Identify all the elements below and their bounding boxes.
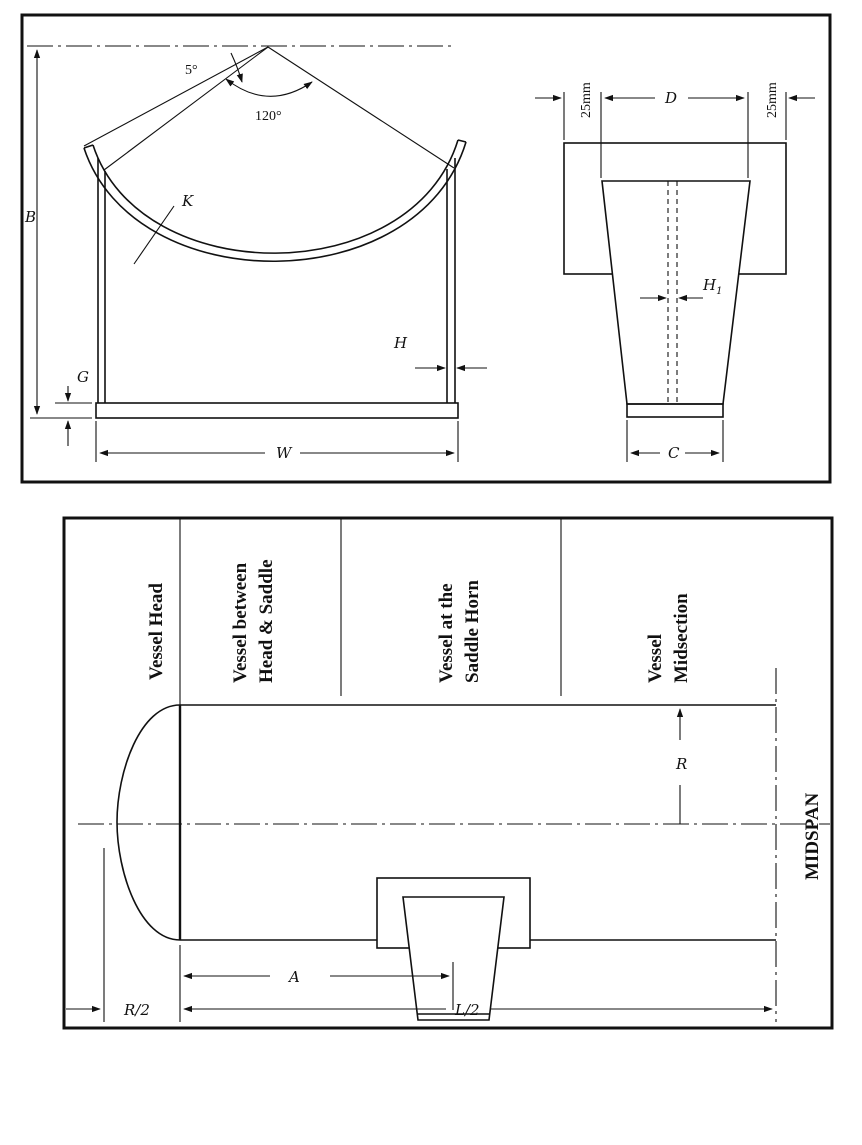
dim-R2-label: R/2 bbox=[123, 1001, 150, 1019]
arc-120deg bbox=[225, 78, 313, 97]
shell-inner-arc bbox=[92, 139, 459, 254]
dim-K-leader bbox=[133, 205, 175, 265]
shell-outer-arc bbox=[83, 141, 467, 262]
saddle-support-figure: 5° 120° B K H G W bbox=[20, 13, 832, 484]
dim-A-label: A bbox=[287, 968, 300, 986]
side-base-plate bbox=[626, 403, 724, 418]
ray-right-120 bbox=[267, 46, 455, 169]
dim-H1-label: H1 bbox=[702, 276, 722, 297]
header-midsection-2: Midsection bbox=[671, 593, 692, 683]
saddle-web bbox=[402, 896, 505, 1021]
dim-R-label: R bbox=[675, 755, 687, 773]
header-midsection-1: Vessel bbox=[645, 634, 666, 683]
base-plate bbox=[95, 402, 459, 419]
web-trapezoid bbox=[601, 180, 751, 405]
header-saddle-horn-1: Vessel at the bbox=[436, 583, 457, 683]
top-figure-frame bbox=[20, 13, 832, 484]
dim-H-label: H bbox=[393, 334, 408, 352]
dim-W-label: W bbox=[276, 444, 293, 462]
dim-G-label: G bbox=[77, 368, 89, 386]
dim-L2-label: L/2 bbox=[454, 1001, 480, 1019]
dim-C-label: C bbox=[668, 444, 680, 462]
header-vessel-head: Vessel Head bbox=[146, 583, 167, 680]
header-saddle-horn-2: Saddle Horn bbox=[462, 580, 483, 683]
dim-B-label: B bbox=[24, 208, 36, 226]
dim-D-label: D bbox=[664, 89, 677, 107]
dim-25mm-left-label: 25mm bbox=[579, 82, 594, 118]
vessel-head-curve bbox=[116, 704, 181, 941]
vessel-zones-figure: Vessel Head Vessel between Head & Saddle… bbox=[62, 516, 834, 1030]
ray-left-120 bbox=[103, 46, 269, 171]
header-between-2: Head & Saddle bbox=[256, 559, 277, 683]
bottom-figure-frame bbox=[62, 516, 834, 1030]
ray-5deg bbox=[83, 46, 269, 147]
angle-120-label: 120° bbox=[255, 109, 282, 124]
angle-5-label: 5° bbox=[185, 63, 198, 78]
dim-K-label: K bbox=[181, 192, 194, 210]
dim-25mm-right-label: 25mm bbox=[765, 82, 780, 118]
midspan-label: MIDSPAN bbox=[802, 792, 823, 880]
header-between-1: Vessel between bbox=[230, 562, 251, 683]
